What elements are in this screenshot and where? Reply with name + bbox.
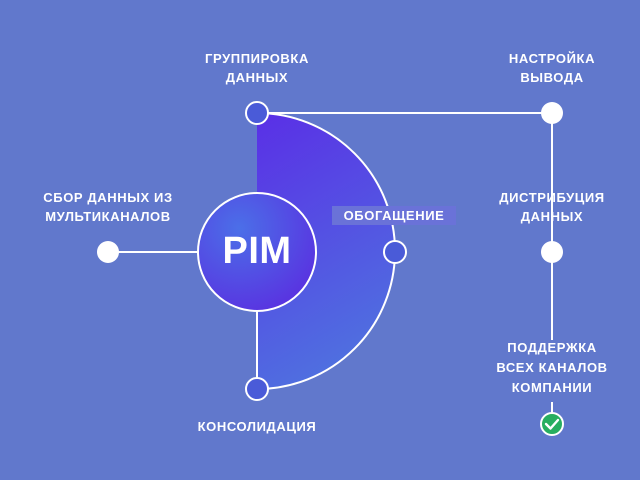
label-enrichment-line-1: ОБОГАЩЕНИЕ [343,208,445,223]
check-icon [540,412,564,436]
label-distribution-line-1: ДИСТРИБУЦИЯ [499,190,605,205]
node-enrichment [383,240,407,264]
pim-circle [197,192,317,312]
label-grouping-line-1: ГРУППИРОВКА [205,51,309,66]
label-distribution-line-2: ДАННЫХ [520,209,584,224]
node-distribution [541,241,563,263]
label-grouping: ГРУППИРОВКА ДАННЫХ [177,49,337,87]
label-support: ПОДДЕРЖКА ВСЕХ КАНАЛОВ КОМПАНИИ [477,338,627,398]
label-collection: СБОР ДАННЫХ ИЗ МУЛЬТИКАНАЛОВ [18,188,198,226]
label-output-setup-line-2: ВЫВОДА [520,70,584,85]
label-consolidation: КОНСОЛИДАЦИЯ [177,417,337,436]
node-grouping [245,101,269,125]
label-collection-line-1: СБОР ДАННЫХ ИЗ [43,190,173,205]
label-enrichment: ОБОГАЩЕНИЕ [332,206,456,225]
label-support-line-2: ВСЕХ КАНАЛОВ [496,360,608,375]
label-output-setup-line-1: НАСТРОЙКА [508,51,596,66]
label-grouping-line-2: ДАННЫХ [225,70,289,85]
label-support-line-1: ПОДДЕРЖКА [507,340,597,355]
node-consolidation [245,377,269,401]
enrichment-sector [257,113,395,389]
pim-title: PIM [222,230,292,272]
label-consolidation-line-1: КОНСОЛИДАЦИЯ [197,419,317,434]
node-collection [97,241,119,263]
label-output-setup: НАСТРОЙКА ВЫВОДА [477,49,627,87]
label-collection-line-2: МУЛЬТИКАНАЛОВ [45,209,171,224]
label-distribution: ДИСТРИБУЦИЯ ДАННЫХ [477,188,627,226]
node-output-setup [541,102,563,124]
label-support-line-3: КОМПАНИИ [511,380,593,395]
